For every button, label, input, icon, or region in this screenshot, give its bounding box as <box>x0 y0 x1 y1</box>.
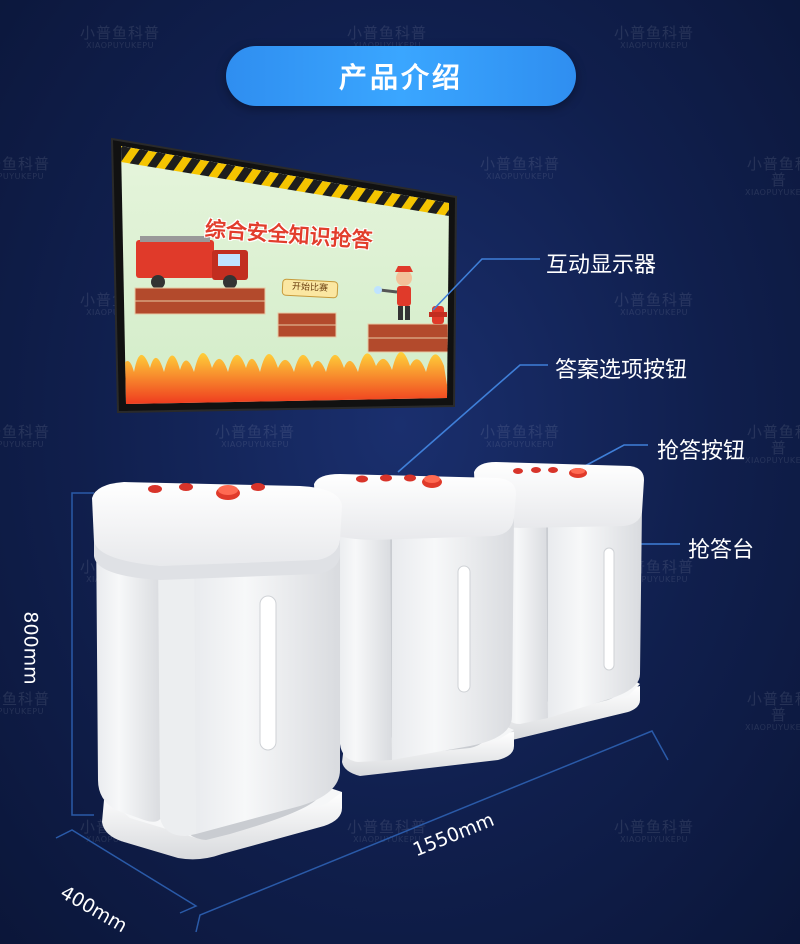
dimension-height: 800mm <box>19 611 42 685</box>
podium-1 <box>92 482 342 860</box>
callout-buzzer-button: 抢答按钮 <box>657 439 746 464</box>
page-title-pill: 产品介绍 <box>226 46 576 106</box>
fire-truck-icon <box>136 236 248 289</box>
callout-display: 互动显示器 <box>546 253 657 278</box>
callout-podium: 抢答台 <box>688 538 755 563</box>
podium-2 <box>314 474 516 776</box>
page-title: 产品介绍 <box>338 61 463 94</box>
callout-answer-buttons: 答案选项按钮 <box>555 358 688 383</box>
firefighter-icon <box>374 266 413 320</box>
interactive-display <box>110 137 458 414</box>
podium-3 <box>474 462 644 740</box>
start-game-button[interactable]: 开始比赛 <box>281 278 339 299</box>
hydrant-icon <box>429 306 447 324</box>
dimension-lines <box>55 492 669 933</box>
